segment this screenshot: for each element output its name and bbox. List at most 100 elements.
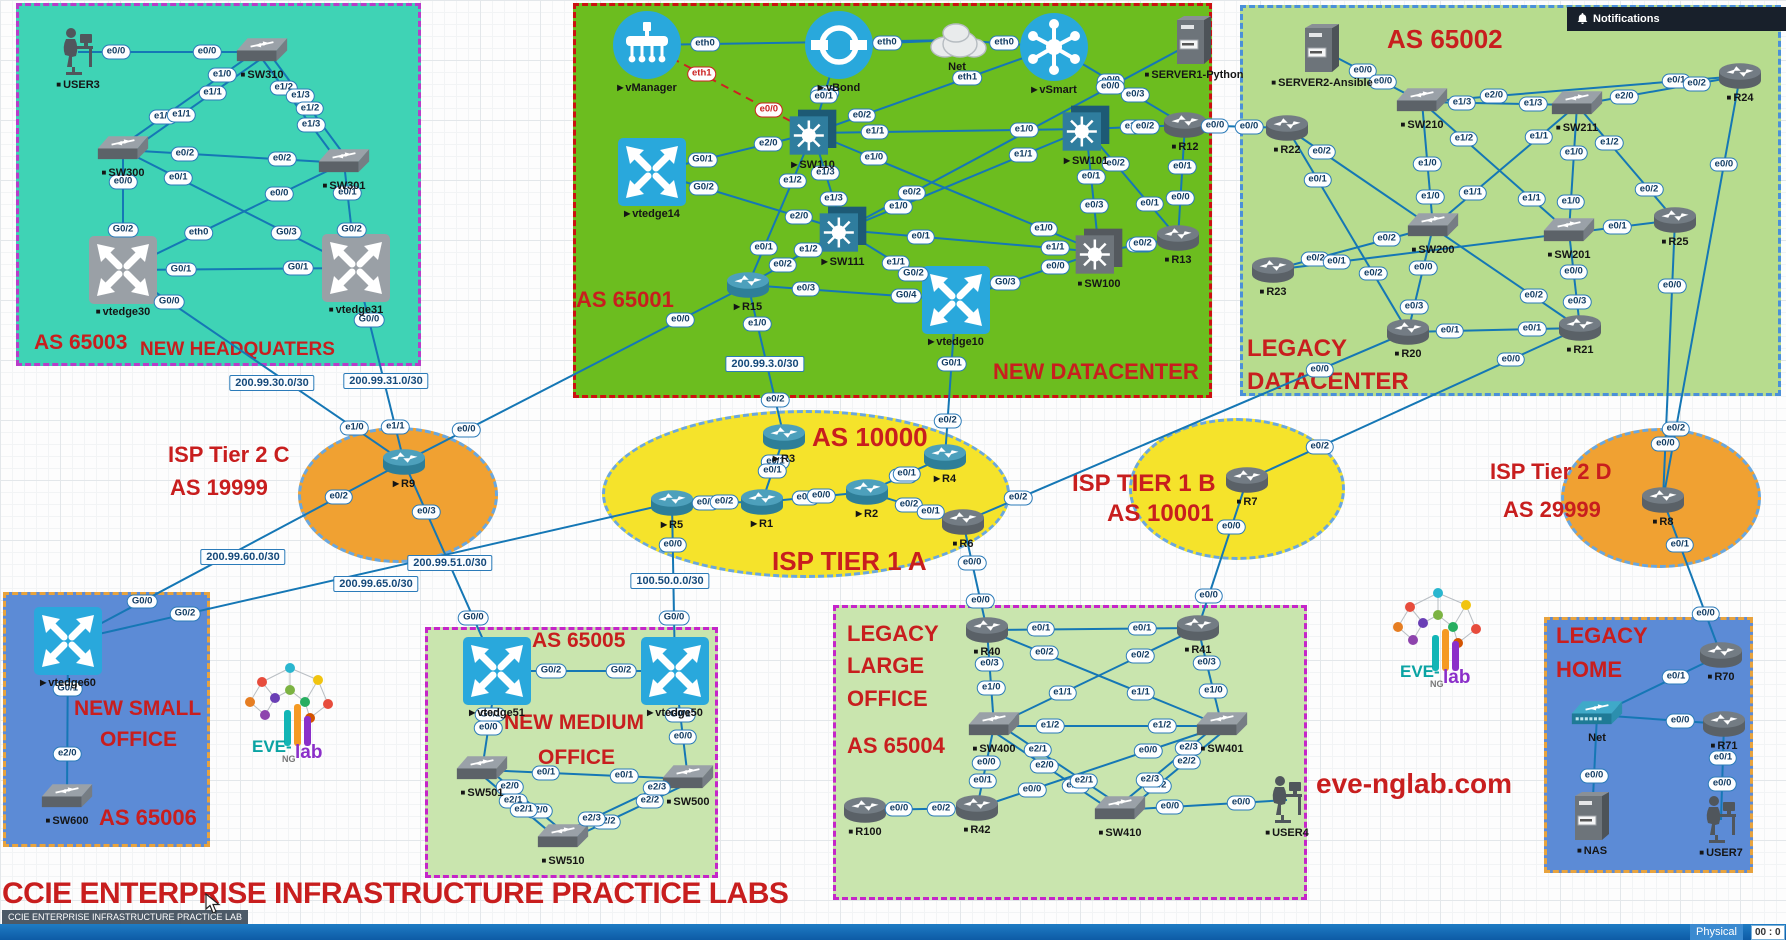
node-R40[interactable]: [964, 615, 1010, 645]
node-vtedge60[interactable]: [33, 606, 103, 676]
node-SW110[interactable]: [788, 108, 838, 158]
link-SW110-SW101: [812, 128, 1087, 134]
node-SW400[interactable]: [967, 710, 1021, 742]
node-R13[interactable]: [1155, 223, 1201, 253]
node-SW300[interactable]: [96, 134, 150, 166]
node-SERVER1-Python[interactable]: [1174, 16, 1214, 68]
node-R21[interactable]: [1557, 313, 1603, 343]
interface-label: e0/0: [1234, 119, 1264, 135]
node-vtedge10[interactable]: [921, 265, 991, 335]
node-USER4[interactable]: [1268, 774, 1306, 826]
interface-label: e1/2: [1035, 718, 1065, 734]
interface-label: e0/0: [884, 801, 914, 817]
interface-label: e0/0: [1657, 278, 1687, 294]
node-SW200[interactable]: [1406, 211, 1460, 243]
node-vtedge50[interactable]: [640, 636, 710, 706]
node-SW500[interactable]: [661, 763, 715, 795]
node-R5[interactable]: [649, 488, 695, 518]
node-SW201[interactable]: [1542, 216, 1596, 248]
node-SW310[interactable]: [235, 36, 289, 68]
interface-label: e0/0: [1096, 79, 1125, 95]
interface-label: e1/0: [742, 316, 772, 332]
node-label: ■SW410: [1098, 827, 1142, 839]
node-R2[interactable]: [844, 477, 890, 507]
vedge-icon: [89, 236, 157, 304]
node-R9[interactable]: [381, 447, 427, 477]
node-SW211[interactable]: [1550, 89, 1604, 121]
node-USER7[interactable]: [1702, 794, 1740, 846]
node-USER3[interactable]: [59, 26, 97, 78]
node-R42[interactable]: [954, 793, 1000, 823]
link-R7-R41: [1197, 479, 1248, 629]
node-vtedge51[interactable]: [462, 636, 532, 706]
node-R7[interactable]: [1224, 465, 1270, 495]
node-R6[interactable]: [940, 507, 986, 537]
node-label: ■SW501: [460, 787, 504, 799]
node-R4[interactable]: [922, 442, 968, 472]
node-vtedge14[interactable]: [617, 137, 687, 207]
node-Net[interactable]: [924, 20, 990, 60]
link-SW301-VT30: [122, 162, 345, 271]
node-label: ■USER7: [1699, 847, 1743, 859]
interface-label: e1/1: [381, 419, 410, 435]
node-R15[interactable]: [725, 270, 771, 300]
node-label: ■R22: [1273, 144, 1301, 156]
node-label: ▶vtedge60: [40, 677, 96, 689]
taskbar[interactable]: [0, 924, 1786, 940]
switch-icon: [236, 38, 288, 62]
physical-mode-button[interactable]: Physical: [1690, 924, 1743, 940]
node-R3[interactable]: [761, 422, 807, 452]
node-vManager[interactable]: [611, 9, 683, 81]
node-R24[interactable]: [1717, 61, 1763, 91]
router-icon: [1226, 467, 1268, 493]
node-vBond[interactable]: [803, 9, 875, 81]
node-label: ■SW301: [322, 180, 366, 192]
server-icon: [1305, 24, 1339, 72]
link-SW501-SW500: [481, 769, 689, 780]
node-vSmart[interactable]: [1018, 11, 1090, 83]
link-R40-R41: [986, 627, 1199, 631]
node-Net[interactable]: [1570, 699, 1624, 731]
node-SW410[interactable]: [1093, 794, 1147, 826]
node-NAS[interactable]: [1572, 792, 1612, 844]
vedge-icon: [34, 607, 102, 675]
node-R23[interactable]: [1250, 255, 1296, 285]
node-R1[interactable]: [739, 487, 785, 517]
router-icon: [1700, 642, 1742, 668]
node-R8[interactable]: [1640, 485, 1686, 515]
interface-label: e1/3: [1447, 95, 1477, 111]
node-R25[interactable]: [1652, 205, 1698, 235]
notifications-bar[interactable]: Notifications: [1567, 7, 1786, 31]
node-SERVER2-Ansible[interactable]: [1302, 24, 1342, 76]
node-SW301[interactable]: [317, 147, 371, 179]
link-R8-R70: [1662, 499, 1722, 656]
node-SW501[interactable]: [455, 754, 509, 786]
node-label: ■SW300: [101, 167, 145, 179]
link-R22-R20: [1286, 127, 1409, 333]
link-SW200-R20: [1407, 226, 1434, 333]
region-title: AS 10001: [1107, 500, 1214, 527]
node-SW510[interactable]: [536, 822, 590, 854]
node-SW210[interactable]: [1395, 86, 1449, 118]
link-SW211-R25: [1576, 104, 1676, 221]
node-R71[interactable]: [1701, 709, 1747, 739]
node-SW111[interactable]: [818, 205, 868, 255]
node-R100[interactable]: [842, 795, 888, 825]
node-SW401[interactable]: [1195, 710, 1249, 742]
switch-icon: [318, 149, 370, 173]
interface-label: e1/2: [778, 173, 807, 189]
node-SW100[interactable]: [1074, 227, 1124, 277]
node-vtedge30[interactable]: [88, 235, 158, 305]
node-SW101[interactable]: [1061, 104, 1111, 154]
node-SW600[interactable]: [40, 782, 94, 814]
node-R20[interactable]: [1385, 317, 1431, 347]
switch-icon: [41, 784, 93, 808]
node-R22[interactable]: [1264, 113, 1310, 143]
node-vtedge31[interactable]: [321, 233, 391, 303]
interface-label: e0/0: [957, 555, 987, 571]
interface-label: G0/1: [687, 152, 718, 168]
node-R12[interactable]: [1162, 110, 1208, 140]
node-R41[interactable]: [1175, 613, 1221, 643]
router-icon: [1387, 319, 1429, 345]
node-R70[interactable]: [1698, 640, 1744, 670]
